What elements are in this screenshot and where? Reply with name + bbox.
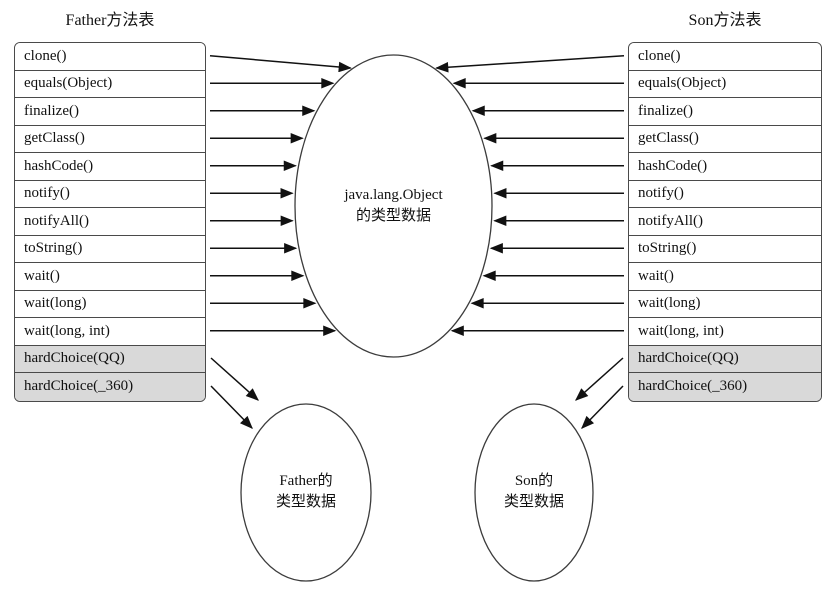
object-type-data-label: java.lang.Object 的类型数据 bbox=[293, 185, 494, 227]
father-type-data-ellipse bbox=[240, 403, 372, 582]
method-row: clone() bbox=[629, 43, 821, 71]
object-type-data-ellipse bbox=[294, 54, 493, 358]
pointer-arrow bbox=[575, 357, 624, 401]
method-row: equals(Object) bbox=[15, 70, 205, 98]
method-row: wait(long) bbox=[629, 290, 821, 318]
son-type-data-label-line1: Son的 bbox=[514, 473, 554, 489]
method-row: finalize() bbox=[15, 98, 205, 126]
method-row-hardchoice: hardChoice(QQ) bbox=[629, 345, 821, 373]
pointer-arrow bbox=[210, 385, 253, 429]
son-table-title: Son方法表 bbox=[688, 12, 762, 29]
son-type-data-ellipse bbox=[474, 403, 594, 582]
method-row: hashCode() bbox=[629, 153, 821, 181]
method-row: equals(Object) bbox=[629, 70, 821, 98]
son-method-table: Son方法表 clone()equals(Object)finalize()ge… bbox=[628, 8, 822, 402]
father-table-title: Father方法表 bbox=[65, 12, 155, 29]
method-row: notify() bbox=[15, 180, 205, 208]
son-type-data-label-line2: 类型数据 bbox=[503, 494, 564, 510]
method-row: getClass() bbox=[15, 125, 205, 153]
method-row: notify() bbox=[629, 180, 821, 208]
object-type-data-label-line2: 的类型数据 bbox=[355, 208, 431, 224]
method-row: wait(long, int) bbox=[15, 318, 205, 346]
pointer-arrow bbox=[435, 55, 625, 73]
father-method-table: Father方法表 clone()equals(Object)finalize(… bbox=[14, 8, 206, 402]
pointer-arrow bbox=[210, 357, 259, 401]
method-row: clone() bbox=[15, 43, 205, 71]
father-table-rows: clone()equals(Object)finalize()getClass(… bbox=[14, 42, 206, 402]
method-row-hardchoice: hardChoice(_360) bbox=[629, 373, 821, 401]
method-row-hardchoice: hardChoice(_360) bbox=[15, 373, 205, 401]
method-row: toString() bbox=[629, 235, 821, 263]
method-row: notifyAll() bbox=[15, 208, 205, 236]
son-type-data-label: Son的 类型数据 bbox=[475, 471, 593, 513]
father-type-data-label-line2: 类型数据 bbox=[275, 494, 336, 510]
method-row: notifyAll() bbox=[629, 208, 821, 236]
method-row: wait() bbox=[629, 263, 821, 291]
method-row: wait() bbox=[15, 263, 205, 291]
method-row-hardchoice: hardChoice(QQ) bbox=[15, 345, 205, 373]
method-row: wait(long) bbox=[15, 290, 205, 318]
method-row: finalize() bbox=[629, 98, 821, 126]
pointer-arrow bbox=[581, 385, 624, 429]
father-type-data-label: Father的 类型数据 bbox=[241, 471, 371, 513]
method-row: wait(long, int) bbox=[629, 318, 821, 346]
method-row: getClass() bbox=[629, 125, 821, 153]
object-type-data-label-line1: java.lang.Object bbox=[344, 187, 443, 203]
son-table-rows: clone()equals(Object)finalize()getClass(… bbox=[628, 42, 822, 402]
father-type-data-label-line1: Father的 bbox=[279, 473, 333, 489]
pointer-arrow bbox=[209, 55, 352, 73]
method-row: hashCode() bbox=[15, 153, 205, 181]
method-row: toString() bbox=[15, 235, 205, 263]
